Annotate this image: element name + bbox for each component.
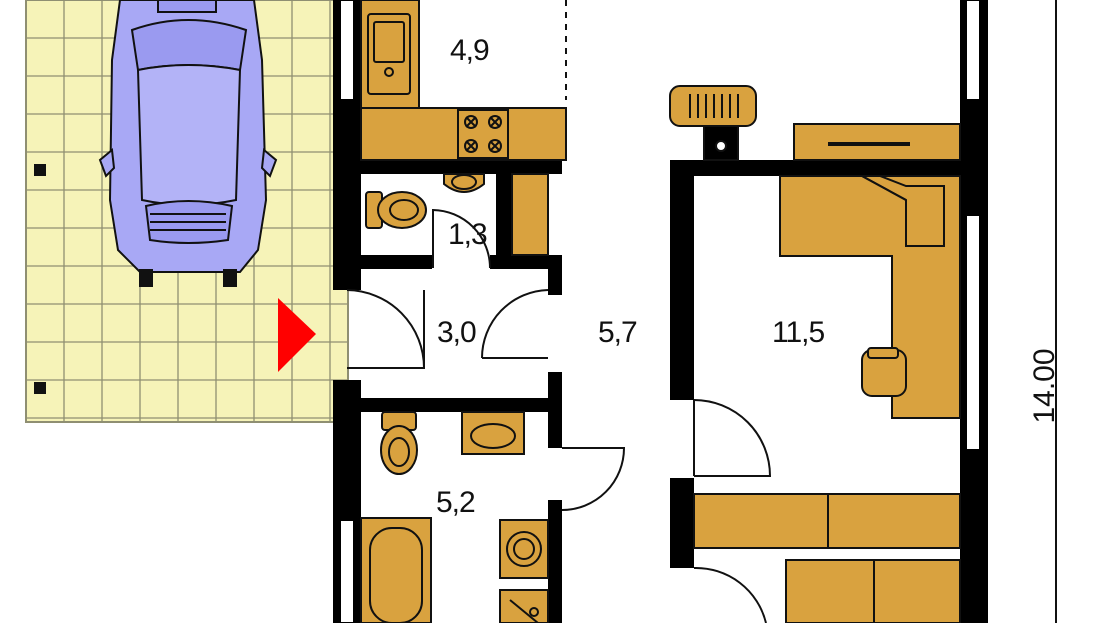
doors	[346, 208, 772, 623]
bathroom-sink-icon	[461, 411, 525, 455]
walls	[333, 0, 988, 623]
bathtub-icon	[360, 517, 432, 623]
shower-icon	[499, 589, 549, 623]
wardrobe	[693, 493, 961, 623]
car-icon	[98, 0, 278, 287]
pillar-marker	[34, 164, 46, 176]
toilet-icon	[380, 411, 418, 475]
room-area-kitchen: 4,9	[450, 34, 489, 67]
dimension-label: 14.00	[1028, 348, 1061, 423]
wc-sink-icon	[443, 173, 485, 193]
sink-icon	[367, 13, 411, 95]
desk-chair-icon	[861, 347, 907, 397]
desk	[779, 175, 961, 419]
room-area-bathroom: 5,2	[436, 486, 475, 519]
tv-icon	[793, 123, 961, 161]
room-area-hall: 5,7	[598, 316, 637, 349]
washing-machine-icon	[499, 519, 549, 579]
entrance-arrow-icon	[278, 298, 316, 372]
room-area-wc: 1,3	[448, 218, 487, 251]
fireplace-icon	[669, 85, 757, 161]
stove-icon	[457, 109, 509, 159]
room-area-entry: 3,0	[437, 316, 476, 349]
pillar-marker	[34, 382, 46, 394]
room-area-bedroom: 11,5	[772, 316, 824, 349]
toilet-icon	[365, 191, 427, 229]
